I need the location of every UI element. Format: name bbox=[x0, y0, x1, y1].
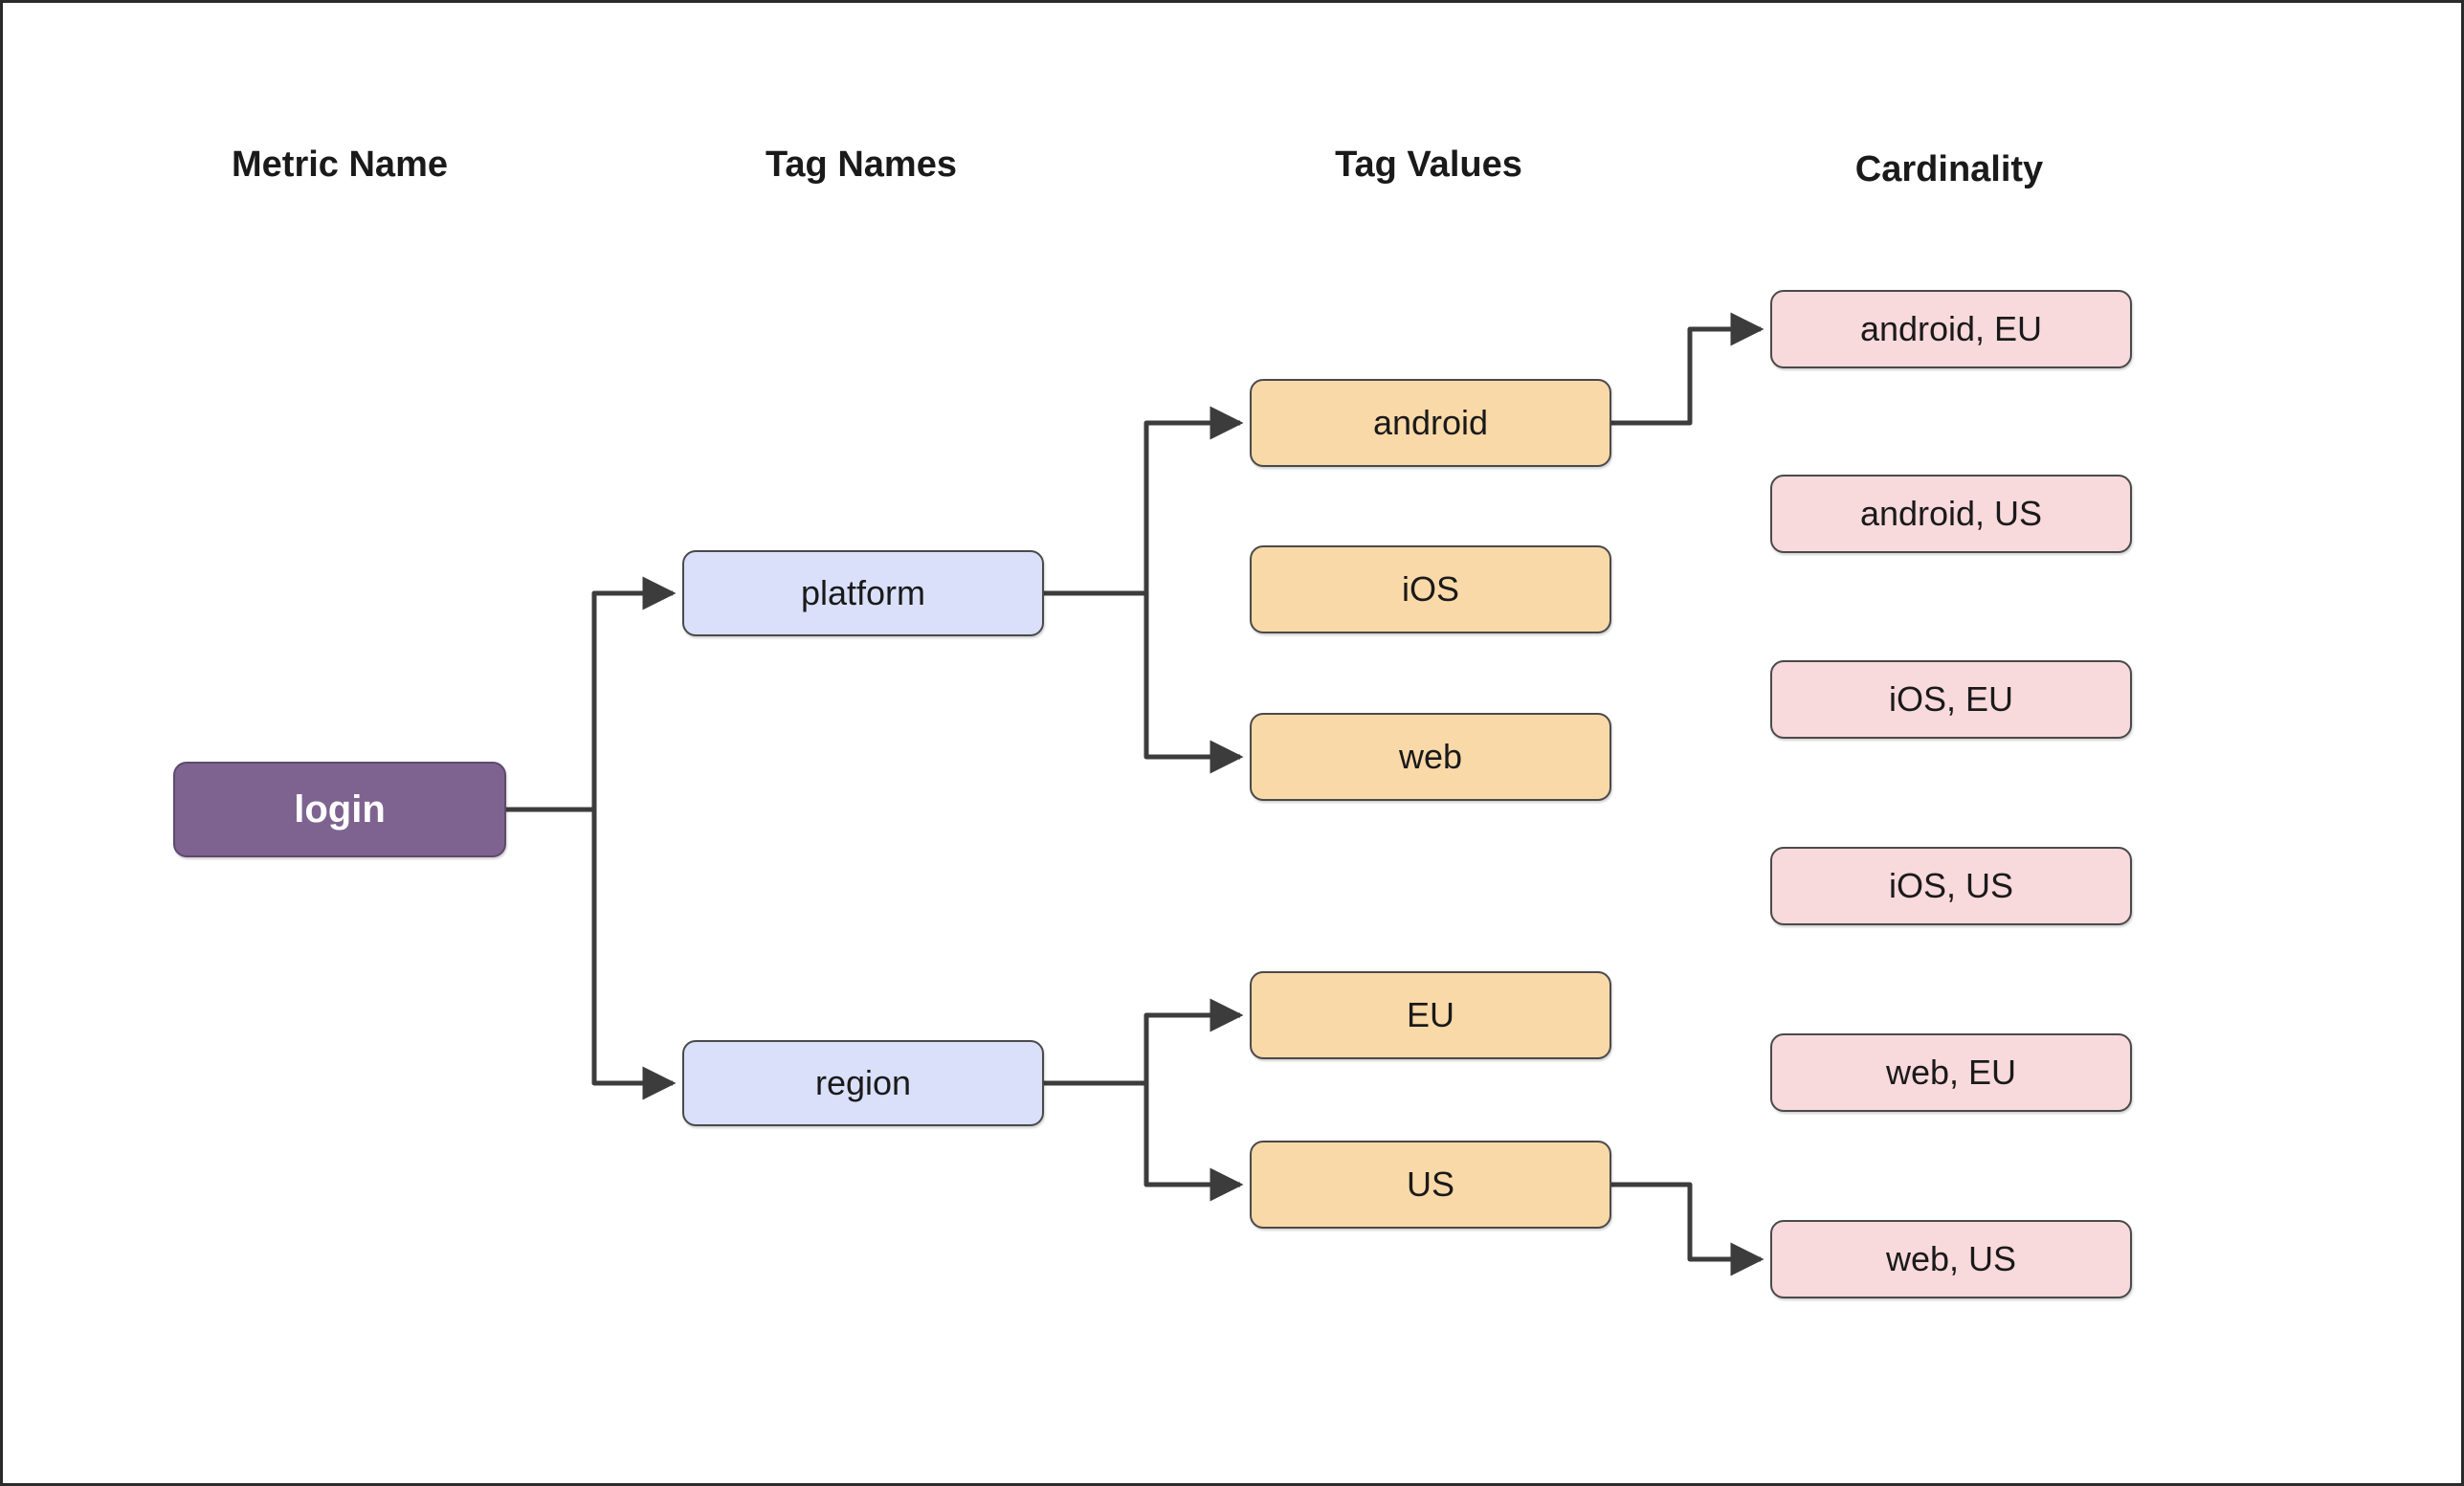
node-tag-name-platform[interactable]: platform bbox=[682, 550, 1044, 636]
node-cardinality-ios-us[interactable]: iOS, US bbox=[1770, 847, 2132, 925]
column-header-tag-values: Tag Values bbox=[1335, 144, 1522, 185]
edge-android-android-eu bbox=[1611, 312, 1765, 426]
node-cardinality-web-eu[interactable]: web, EU bbox=[1770, 1033, 2132, 1112]
edge-region-us bbox=[1044, 1080, 1244, 1202]
column-header-tag-names: Tag Names bbox=[766, 144, 957, 185]
edge-region-eu bbox=[1044, 998, 1244, 1086]
edge-platform-android bbox=[1044, 406, 1244, 596]
node-metric-login[interactable]: login bbox=[173, 762, 506, 857]
column-header-cardinality: Cardinality bbox=[1854, 149, 2044, 189]
node-cardinality-android-eu[interactable]: android, EU bbox=[1770, 290, 2132, 368]
edge-login-platform bbox=[506, 576, 677, 812]
node-tag-value-web[interactable]: web bbox=[1250, 713, 1611, 801]
node-cardinality-web-us[interactable]: web, US bbox=[1770, 1220, 2132, 1298]
node-tag-value-us[interactable]: US bbox=[1250, 1141, 1611, 1229]
node-tag-name-region[interactable]: region bbox=[682, 1040, 1044, 1126]
column-header-metric-name: Metric Name bbox=[232, 144, 448, 185]
node-tag-value-eu[interactable]: EU bbox=[1250, 971, 1611, 1059]
node-tag-value-android[interactable]: android bbox=[1250, 379, 1611, 467]
node-cardinality-android-us[interactable]: android, US bbox=[1770, 475, 2132, 553]
node-cardinality-ios-eu[interactable]: iOS, EU bbox=[1770, 660, 2132, 739]
edge-us-web-us bbox=[1611, 1182, 1765, 1276]
edge-platform-web bbox=[1044, 590, 1244, 774]
edge-login-region bbox=[506, 807, 677, 1100]
node-tag-value-ios[interactable]: iOS bbox=[1250, 545, 1611, 633]
